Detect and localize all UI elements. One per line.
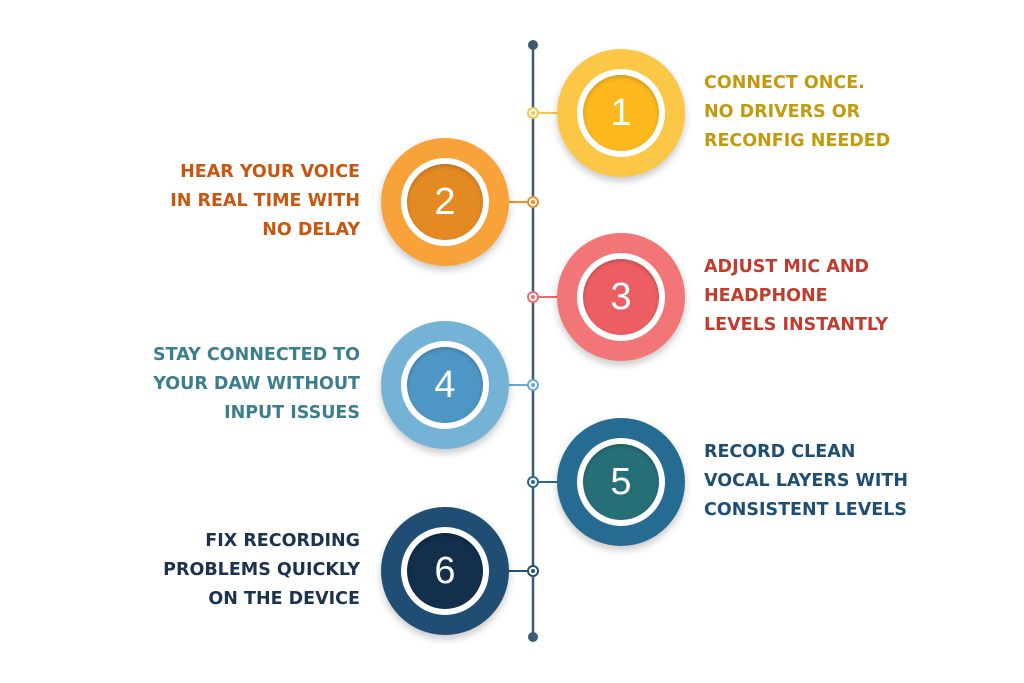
step-circle-inner: 6 — [407, 533, 483, 609]
spine-node-center-6 — [531, 569, 535, 573]
step-label-line: LEVELS INSTANTLY — [704, 315, 889, 335]
spine-node-center-5 — [531, 480, 535, 484]
step-label-2: HEAR YOUR VOICE IN REAL TIME WITH NO DELAY — [120, 158, 360, 245]
step-label-4: STAY CONNECTED TO YOUR DAW WITHOUT INPUT I… — [120, 341, 360, 428]
spine-node-1 — [527, 107, 539, 119]
step-label-line: NO DRIVERS OR — [704, 102, 861, 122]
step-circle-inner: 5 — [583, 444, 659, 520]
step-circle-inner: 4 — [407, 347, 483, 423]
step-circle-4: 4 — [381, 321, 509, 449]
step-circle-inner: 1 — [583, 75, 659, 151]
step-circle-3: 3 — [557, 233, 685, 361]
spine-node-2 — [527, 196, 539, 208]
step-label-line: HEADPHONE — [704, 286, 828, 306]
step-label-line: NO DELAY — [262, 220, 360, 240]
step-label-line: STAY CONNECTED TO — [153, 345, 360, 365]
step-circle-2: 2 — [381, 138, 509, 266]
spine-bottom-dot — [528, 632, 538, 642]
step-label-5: RECORD CLEAN VOCAL LAYERS WITH CONSISTENT … — [704, 438, 944, 525]
step-label-line: VOCAL LAYERS WITH — [704, 471, 908, 491]
step-number: 6 — [434, 549, 456, 592]
step-label-line: INPUT ISSUES — [224, 403, 360, 423]
step-label-line: CONSISTENT LEVELS — [704, 500, 908, 520]
spine-node-center-4 — [531, 383, 535, 387]
step-circle-5: 5 — [557, 418, 685, 546]
spine-node-3 — [527, 291, 539, 303]
spine-node-center-1 — [531, 111, 535, 115]
step-label-6: FIX RECORDING PROBLEMS QUICKLY ON THE DEVI… — [120, 527, 360, 614]
step-number: 4 — [434, 363, 456, 406]
step-label-line: RECONFIG NEEDED — [704, 131, 891, 151]
spine-node-4 — [527, 379, 539, 391]
step-label-line: PROBLEMS QUICKLY — [163, 560, 360, 580]
step-label-line: YOUR DAW WITHOUT — [153, 374, 360, 394]
step-label-line: RECORD CLEAN — [704, 442, 856, 462]
step-circle-inner: 2 — [407, 164, 483, 240]
step-label-line: IN REAL TIME WITH — [170, 191, 360, 211]
step-circle-1: 1 — [557, 49, 685, 177]
step-label-line: CONNECT ONCE. — [704, 73, 865, 93]
spine-node-5 — [527, 476, 539, 488]
spine-node-6 — [527, 565, 539, 577]
step-number: 2 — [434, 180, 456, 223]
step-circle-inner: 3 — [583, 259, 659, 335]
step-circle-6: 6 — [381, 507, 509, 635]
step-label-line: FIX RECORDING — [205, 531, 360, 551]
spine-node-center-2 — [531, 200, 535, 204]
step-label-line: ON THE DEVICE — [208, 589, 360, 609]
spine-top-dot — [528, 40, 538, 50]
step-label-3: ADJUST MIC AND HEADPHONE LEVELS INSTANTLY — [704, 253, 944, 340]
spine-node-center-3 — [531, 295, 535, 299]
step-label-line: HEAR YOUR VOICE — [180, 162, 360, 182]
step-number: 3 — [610, 275, 632, 318]
step-label-1: CONNECT ONCE. NO DRIVERS OR RECONFIG NEEDE… — [704, 69, 944, 156]
step-label-line: ADJUST MIC AND — [704, 257, 870, 277]
step-number: 1 — [610, 91, 632, 134]
step-number: 5 — [610, 460, 632, 503]
